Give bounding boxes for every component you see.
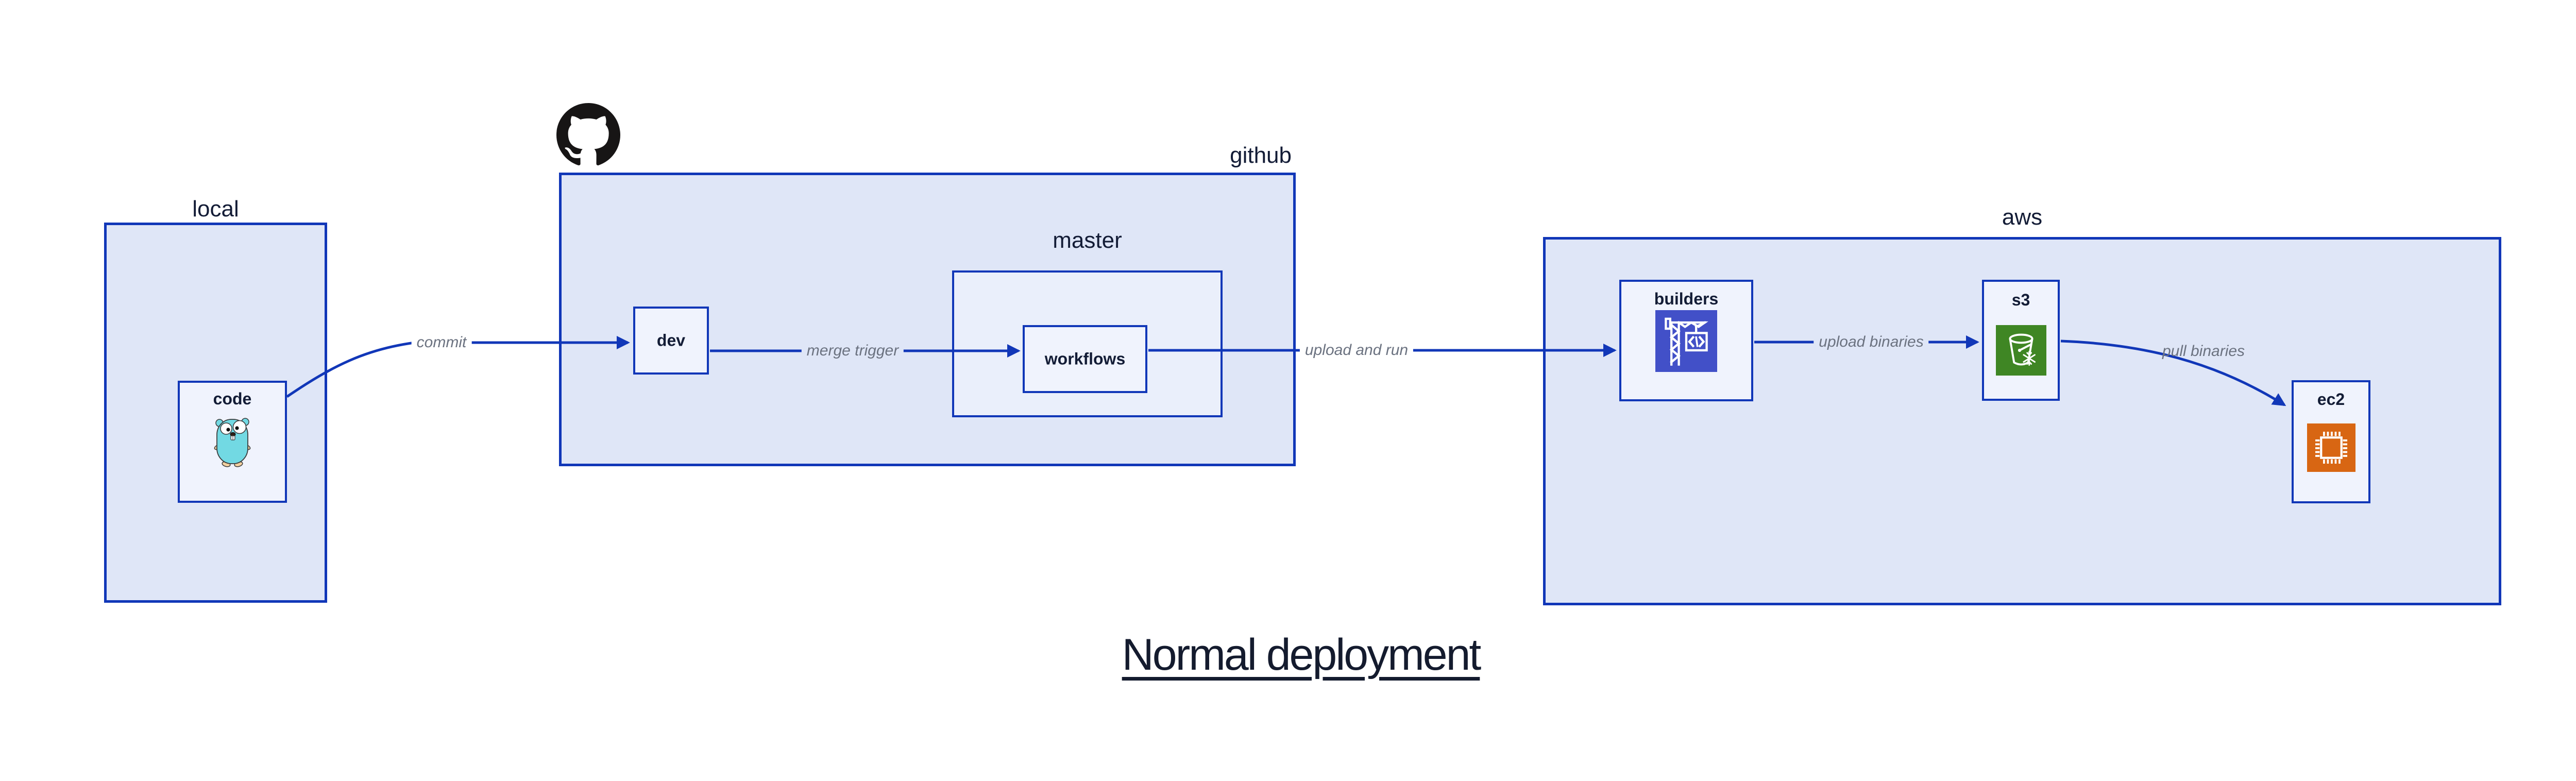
group-label-local: local (192, 196, 239, 222)
edge-label-merge-trigger: merge trigger (801, 342, 904, 360)
github-octocat-icon (556, 103, 620, 165)
diagram-title: Normal deployment (1122, 630, 1482, 680)
edge-label-upload-and-run: upload and run (1299, 341, 1414, 360)
node-label-dev: dev (656, 331, 686, 350)
edge-label-upload-binaries: upload binaries (1814, 333, 1929, 351)
node-dev: dev (633, 307, 709, 375)
node-label-code: code (213, 389, 252, 408)
group-label-github: github (1230, 143, 1292, 168)
node-label-workflows: workflows (1044, 349, 1126, 368)
node-workflows: workflows (1023, 325, 1147, 393)
ec2-chip-icon (2307, 423, 2355, 472)
codebuild-crane-icon (1655, 310, 1717, 372)
node-label-builders: builders (1654, 290, 1719, 308)
edge-label-commit: commit (411, 333, 472, 352)
edge-label-pull-binaries: pull binaries (2162, 343, 2245, 360)
node-label-ec2: ec2 (2317, 390, 2345, 409)
group-label-master: master (1053, 228, 1122, 253)
s3-glacier-bucket-icon (1996, 325, 2046, 376)
group-label-aws: aws (2002, 205, 2043, 230)
node-label-s3: s3 (2011, 291, 2030, 309)
go-gopher-icon (214, 418, 251, 467)
